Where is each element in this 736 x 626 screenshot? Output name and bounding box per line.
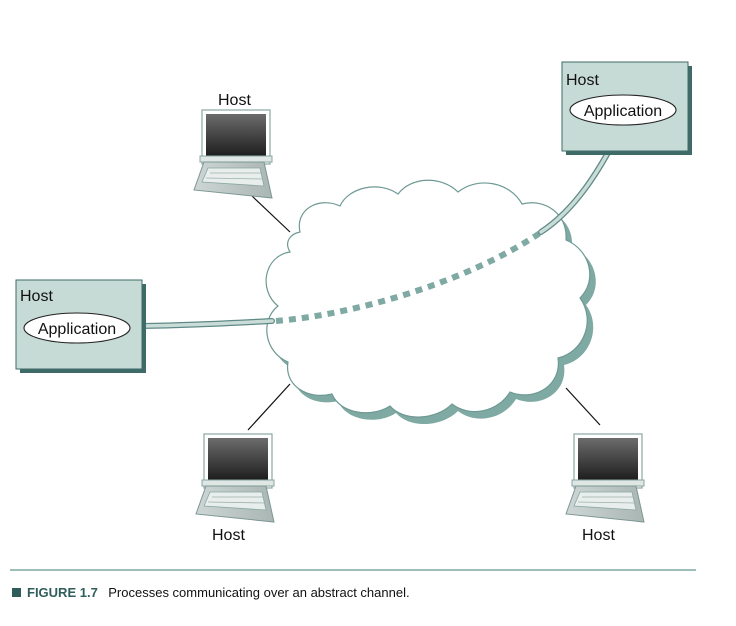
- computer-icon: [565, 433, 645, 523]
- svg-text:FIGURE 1.7 Processes com: FIGURE 1.7 Processes communicating over …: [27, 584, 410, 601]
- host-label: Host: [566, 72, 599, 89]
- host-label: Host: [212, 527, 245, 544]
- computer-icon: [193, 109, 273, 199]
- host-label: Host: [218, 92, 251, 109]
- host-bottom-left: Host: [195, 433, 275, 544]
- application-ellipse: Application: [569, 94, 677, 126]
- link-top-host: [251, 195, 291, 233]
- host-label: Host: [582, 527, 615, 544]
- host-app-right: Host Application: [561, 61, 692, 155]
- host-label: Host: [20, 288, 53, 305]
- application-ellipse: Application: [23, 312, 131, 344]
- link-bottom-right-host: [565, 387, 601, 426]
- figure-caption: FIGURE 1.7 Processes communicating over …: [12, 584, 410, 601]
- caption-marker: [12, 588, 21, 597]
- network-cloud: [265, 179, 596, 425]
- application-label: Application: [584, 103, 662, 120]
- link-bottom-left-host: [247, 383, 291, 431]
- host-top: Host: [193, 92, 273, 199]
- caption-text: Processes communicating over an abstract…: [108, 585, 409, 600]
- figure-number: FIGURE 1.7: [27, 585, 98, 600]
- host-bottom-right: Host: [565, 433, 645, 544]
- host-app-left: Host Application: [15, 279, 146, 373]
- application-label: Application: [38, 321, 116, 338]
- computer-icon: [195, 433, 275, 523]
